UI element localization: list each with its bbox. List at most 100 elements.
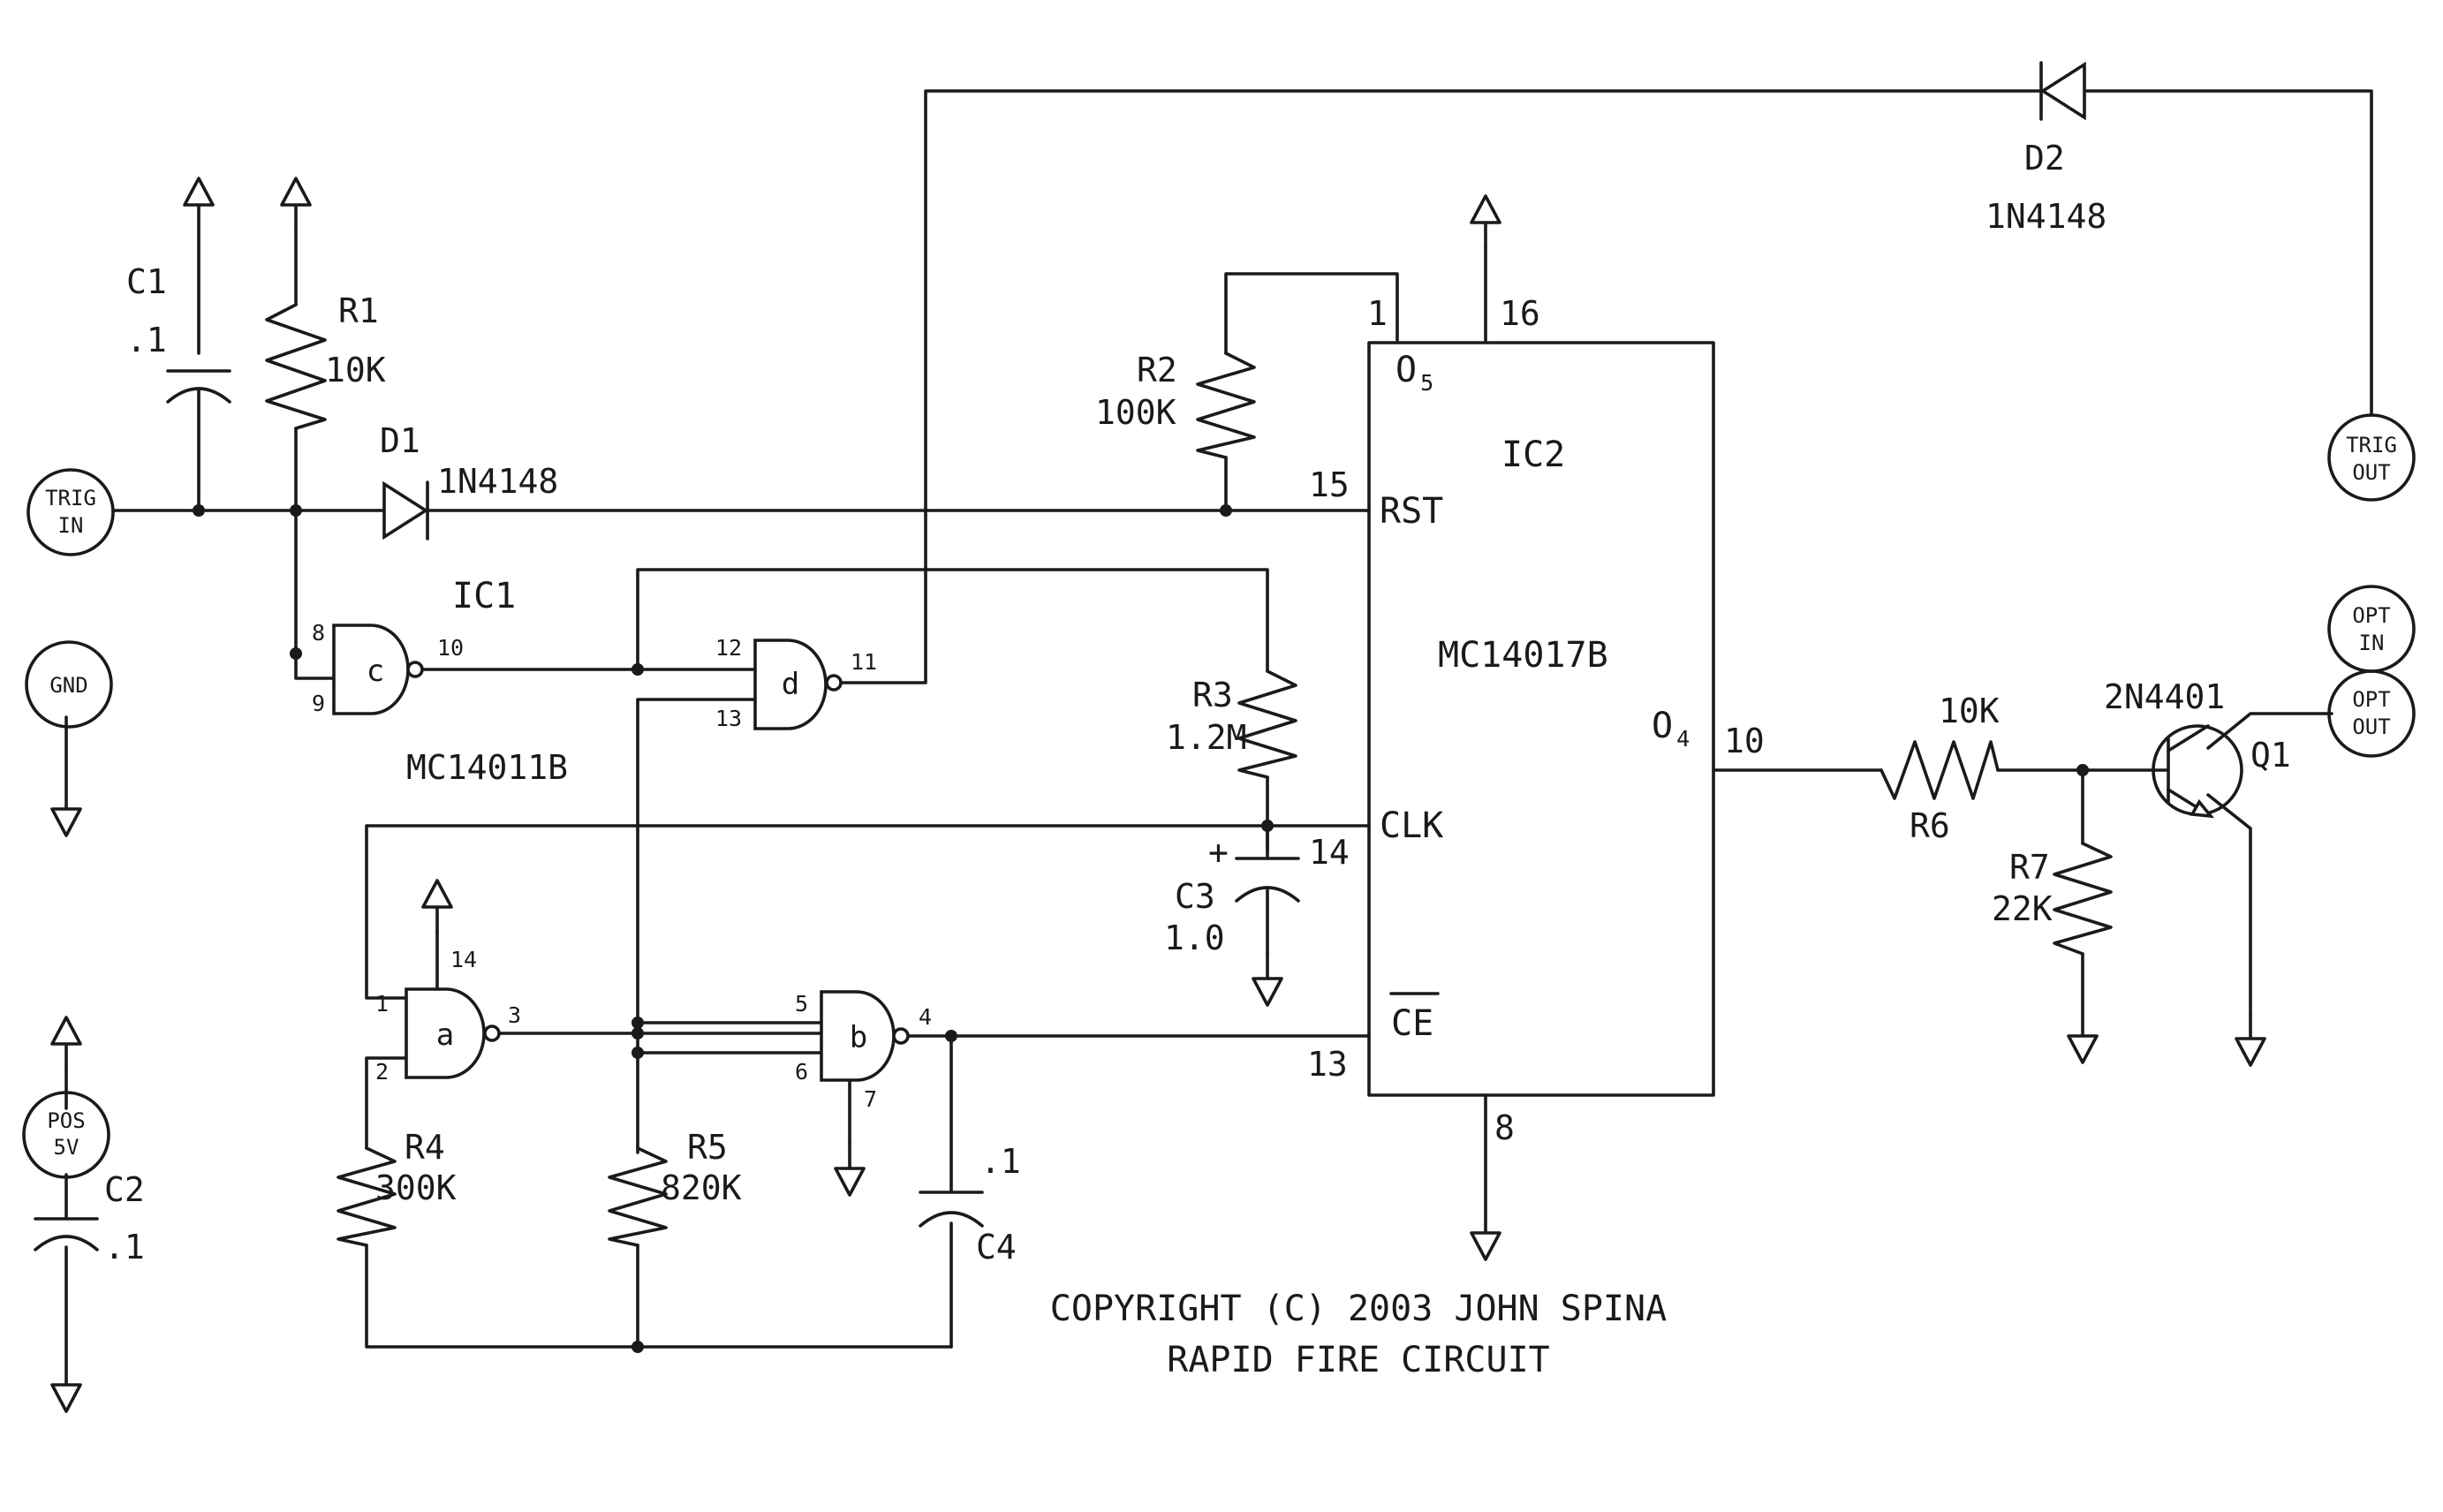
c2-ref: C2 [104,1170,145,1209]
pin-label: 3 [508,1002,521,1028]
junction-dot [945,1030,957,1042]
power-arrow-icon [1470,194,1501,249]
c1-value: .1 [126,321,167,359]
resistors [265,303,2113,1247]
capacitor-c1-icon [166,369,231,404]
wire-d2-trig-out [2083,89,2373,417]
nand-gate-c: c 8 9 10 [312,620,464,716]
wire-a-to-b [484,1021,823,1055]
gate-d-label: d [782,667,799,702]
diode-d1-icon [382,480,429,541]
r3-value: 1.2M [1166,718,1247,757]
junction-dot [632,1027,644,1040]
capacitor-c2-icon [34,1217,99,1251]
d1-value: 1N4148 [437,462,558,501]
connector-text: TRIG [45,486,96,510]
c2-value: .1 [104,1228,145,1266]
gate-c-label: c [367,654,384,689]
connector-text: OPT [2352,687,2390,712]
connector-text: POS [47,1108,85,1133]
r6-ref: R6 [1910,806,1950,845]
wires [64,89,2373,1362]
ic2-pin-o4-num: 10 [1724,722,1765,760]
wire-a-in2 [365,1056,408,1150]
connector-text: IN [2359,631,2385,655]
r1-value: 10K [325,351,386,389]
pin-label: 8 [312,620,325,646]
junction-dot [632,1017,644,1029]
resistor-r4-icon [337,1146,397,1247]
circuit-title: RAPID FIRE CIRCUIT [1167,1340,1549,1380]
ic1-ref: IC1 [452,576,516,616]
nand-gate-d: d 12 13 11 [715,635,877,731]
component-labels: C1 .1 R1 10K D1 1N4148 IC1 MC14011B R2 1… [104,139,2291,1266]
connector-opt-in: OPT IN [2327,585,2416,673]
ic2-body [1367,341,1715,1097]
junction-dot [632,1047,644,1059]
r5-value: 820K [661,1168,742,1207]
ic2-pin-vdd-num: 16 [1500,294,1540,333]
ic1-part: MC14011B [406,748,568,787]
wire-r2-loop [1224,272,1399,512]
junction-dot [632,1341,644,1353]
c3-value: 1.0 [1164,919,1225,957]
pin-label: 5 [795,991,808,1017]
wire-d-in2 [636,698,757,1154]
resistor-r6-icon [1880,740,2000,800]
wire-bottom-return [365,1244,953,1349]
junction-dot [2076,764,2089,776]
ic2-pin-rst-num: 15 [1309,465,1350,504]
junction-dot [632,663,644,676]
c3-polarity: + [1208,833,1229,872]
ground-arrow-icon [2067,1009,2099,1064]
ground-arrow-icon [1252,952,1283,1007]
ground-arrow-icon [2235,1012,2266,1067]
ic2-pin-ce-name: CE [1391,1003,1433,1044]
gate-a-label: a [436,1017,454,1053]
power-arrow-icon [50,1016,82,1070]
ic2-pin-clk-name: CLK [1380,805,1443,846]
wire-to-r3 [636,568,1269,673]
power-arrow-icon [421,879,453,934]
power-arrow-icon [183,177,215,231]
ic2-part: MC14017B [1438,635,1608,676]
capacitor-c3-icon [1235,857,1300,903]
connector-gnd: GND [25,640,113,729]
pin-label: 10 [437,635,464,661]
diode-d2-icon [2039,61,2086,121]
c3-ref: C3 [1175,877,1215,916]
pin-label: 14 [450,947,477,972]
gate-b-label: b [850,1020,867,1055]
connector-text: TRIG [2346,433,2397,457]
connector-text: OUT [2352,460,2390,485]
connector-text: OUT [2352,714,2390,739]
pin-label: 12 [715,635,742,661]
wire-q1-collector [2206,712,2333,750]
junction-dot [1261,820,1274,832]
pin-label: 9 [312,691,325,716]
junction-dot [290,647,302,660]
r2-ref: R2 [1137,351,1177,389]
connector-text: GND [49,673,87,698]
ground-arrow-icon [50,782,82,837]
ic2-pin-rst-name: RST [1380,491,1443,532]
c4-ref: C4 [976,1228,1017,1266]
resistor-r5-icon [608,1146,668,1247]
wire-d-out-feedback [837,89,2042,684]
connector-pos-5v: POS 5V [22,1091,110,1179]
connector-trig-out: TRIG OUT [2327,413,2416,502]
nand-gate-b: b 5 6 4 7 [795,990,932,1112]
connector-trig-in: TRIG IN [26,468,115,556]
c1-ref: C1 [126,262,167,301]
r6-value: 10K [1939,692,2000,730]
connector-text: 5V [54,1135,79,1160]
resistor-r2-icon [1196,352,1256,459]
ground-arrow-icon [1470,1206,1501,1261]
d2-value: 1N4148 [1985,197,2106,236]
junction-dot [193,504,205,517]
nand-gate-a: a 1 2 3 14 [375,947,521,1085]
